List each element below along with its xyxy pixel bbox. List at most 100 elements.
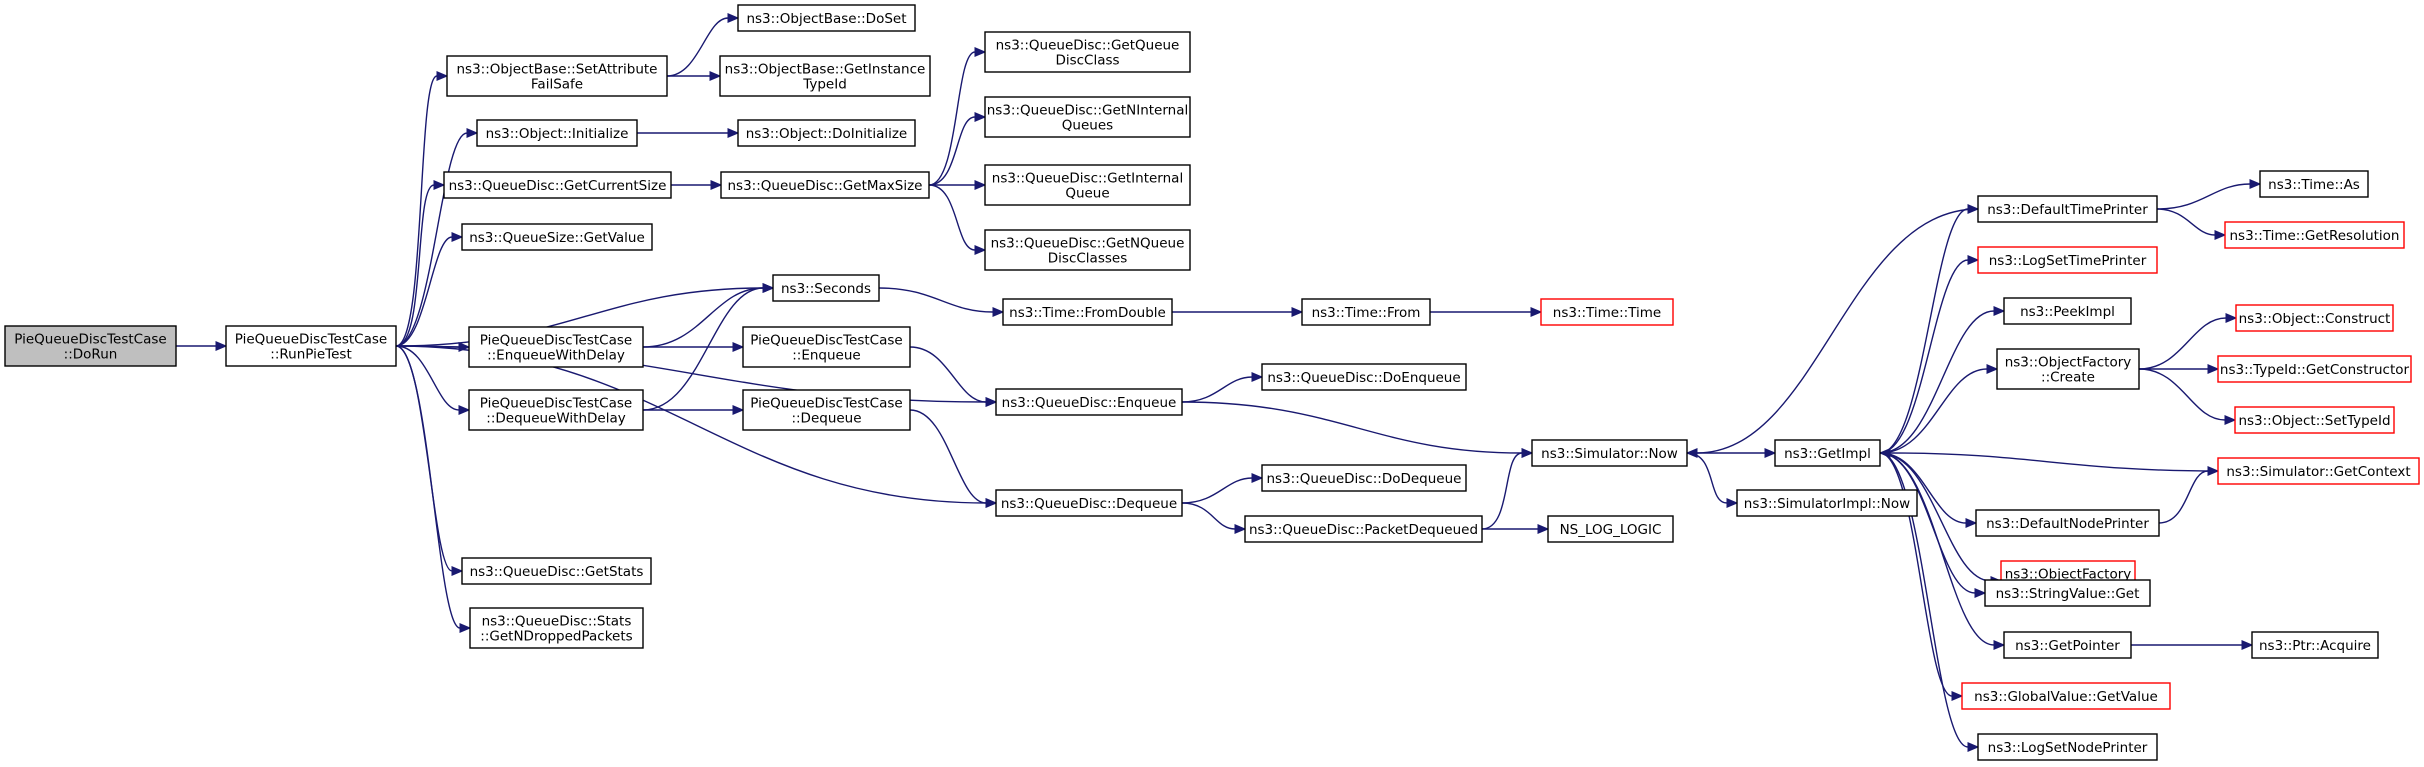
node-getcursize[interactable]: ns3::QueueDisc::GetCurrentSize (443, 171, 672, 199)
edge-pieenq-to-qdenq (909, 346, 998, 407)
edge-deqdelay-to-seconds (642, 283, 775, 411)
node-pktdeq[interactable]: ns3::QueueDisc::PacketDequeued (1244, 515, 1483, 543)
node-box (225, 325, 397, 367)
edge-runpie-to-qsizeget (395, 232, 464, 347)
edge-line (2156, 183, 2251, 210)
node-strvalget[interactable]: ns3::StringValue::Get (1984, 579, 2151, 607)
node-simnow[interactable]: ns3::Simulator::Now (1531, 439, 1688, 467)
node-box (1244, 515, 1483, 543)
edge-line (2156, 208, 2216, 236)
node-peekimpl[interactable]: ns3::PeekImpl (2003, 297, 2132, 325)
edge-line (642, 287, 764, 411)
edge-enqdelay-to-pieenq (642, 342, 745, 352)
node-box (2251, 631, 2379, 659)
edge-getimpl-to-logsettime (1879, 255, 1980, 454)
node-box (742, 389, 911, 431)
node-fromdouble[interactable]: ns3::Time::FromDouble (1002, 298, 1173, 326)
arrowhead-icon (1234, 524, 1247, 534)
node-seconds[interactable]: ns3::Seconds (772, 274, 880, 302)
node-deqdelay[interactable]: PieQueueDiscTestCase::DequeueWithDelay (468, 389, 644, 431)
node-getndropped[interactable]: ns3::QueueDisc::Stats::GetNDroppedPacket… (469, 607, 644, 649)
node-ptracquire[interactable]: ns3::Ptr::Acquire (2251, 631, 2379, 659)
arrowhead-icon (459, 623, 472, 633)
node-globalvalget[interactable]: ns3::GlobalValue::GetValue (1961, 682, 2171, 710)
node-defnodeprinter[interactable]: ns3::DefaultNodePrinter (1975, 509, 2160, 537)
edge-line (878, 287, 994, 313)
node-objinit[interactable]: ns3::Object::Initialize (476, 119, 638, 147)
node-box (1977, 733, 2158, 761)
edge-line (1879, 368, 1988, 454)
edge-line (1879, 208, 1969, 454)
node-getmaxsize[interactable]: ns3::QueueDisc::GetMaxSize (720, 171, 930, 199)
node-label: ns3::DefaultTimePrinter (1987, 202, 2148, 218)
arrowhead-icon (1993, 640, 2006, 650)
node-box (461, 223, 653, 251)
arrowhead-icon (2249, 179, 2262, 189)
node-box (1261, 363, 1467, 391)
node-label: ns3::GetImpl (1784, 446, 1871, 462)
node-dodeq[interactable]: ns3::QueueDisc::DoDequeue (1261, 464, 1467, 492)
node-getstats[interactable]: ns3::QueueDisc::GetStats (461, 557, 652, 585)
arrowhead-icon (2207, 364, 2220, 374)
node-qddeq[interactable]: ns3::QueueDisc::Dequeue (995, 489, 1183, 517)
node-label: ns3::Seconds (781, 281, 871, 297)
node-box (2259, 170, 2369, 198)
edge-getpointer-to-ptracquire (2131, 640, 2254, 650)
node-objsettypeid[interactable]: ns3::Object::SetTypeId (2234, 406, 2395, 434)
node-logsettime[interactable]: ns3::LogSetTimePrinter (1977, 246, 2158, 274)
node-typeidgetctor[interactable]: ns3::TypeId::GetConstructor (2217, 355, 2412, 383)
node-box (720, 171, 930, 199)
node-runpie[interactable]: PieQueueDiscTestCase::RunPieTest (225, 325, 397, 367)
node-doenq[interactable]: ns3::QueueDisc::DoEnqueue (1261, 363, 1467, 391)
edge-runpie-to-getcursize (395, 180, 446, 347)
arrowhead-icon (1974, 588, 1987, 598)
node-box (1261, 464, 1467, 492)
node-timeas[interactable]: ns3::Time::As (2259, 170, 2369, 198)
arrowhead-icon (974, 180, 987, 190)
node-getres[interactable]: ns3::Time::GetResolution (2224, 221, 2405, 249)
node-piedeq[interactable]: PieQueueDiscTestCase::Dequeue (742, 389, 911, 431)
node-objconstruct[interactable]: ns3::Object::Construct (2235, 304, 2394, 332)
node-box (2224, 221, 2405, 249)
node-pieenq[interactable]: PieQueueDiscTestCase::Enqueue (742, 326, 911, 368)
arrowhead-icon (2214, 230, 2227, 240)
node-timetime[interactable]: ns3::Time::Time (1540, 298, 1674, 326)
arrowhead-icon (974, 112, 987, 122)
node-label: ::GetNDroppedPackets (480, 629, 632, 645)
node-label: ns3::QueueDisc::GetMaxSize (727, 178, 922, 194)
arrowhead-icon (1685, 448, 1698, 458)
node-label: ns3::QueueDisc::GetNQueue (991, 236, 1185, 252)
arrowhead-icon (1993, 306, 2006, 316)
node-qsizeget[interactable]: ns3::QueueSize::GetValue (461, 223, 653, 251)
arrowhead-icon (215, 341, 228, 351)
edge-line (909, 409, 987, 504)
node-logsetnode[interactable]: ns3::LogSetNodePrinter (1977, 733, 2158, 761)
node-enqdelay[interactable]: PieQueueDiscTestCase::EnqueueWithDelay (468, 326, 644, 368)
node-label: PieQueueDiscTestCase (235, 332, 387, 348)
node-label: ns3::QueueDisc::Enqueue (1002, 395, 1177, 411)
node-simimplnow[interactable]: ns3::SimulatorImpl::Now (1736, 489, 1918, 517)
node-qdenq[interactable]: ns3::QueueDisc::Enqueue (995, 388, 1183, 416)
edge-line (395, 287, 764, 347)
node-timefrom[interactable]: ns3::Time::From (1301, 298, 1431, 326)
node-nslog[interactable]: NS_LOG_LOGIC (1547, 515, 1674, 543)
edge-runpie-to-setattr (395, 71, 449, 347)
edge-runpie-to-getstats (395, 345, 464, 576)
node-getimpl[interactable]: ns3::GetImpl (1774, 439, 1881, 467)
node-objfactcreate[interactable]: ns3::ObjectFactory::Create (1996, 348, 2140, 390)
node-box (2234, 406, 2395, 434)
edge-line (928, 184, 976, 251)
node-doset[interactable]: ns3::ObjectBase::DoSet (737, 4, 916, 32)
node-getpointer[interactable]: ns3::GetPointer (2003, 631, 2132, 659)
node-label: ns3::ObjectBase::DoSet (746, 11, 906, 27)
node-deftimeprinter[interactable]: ns3::DefaultTimePrinter (1977, 195, 2158, 223)
arrowhead-icon (709, 71, 722, 81)
node-doinit[interactable]: ns3::Object::DoInitialize (737, 119, 916, 147)
node-simgetctx[interactable]: ns3::Simulator::GetContext (2217, 457, 2420, 485)
